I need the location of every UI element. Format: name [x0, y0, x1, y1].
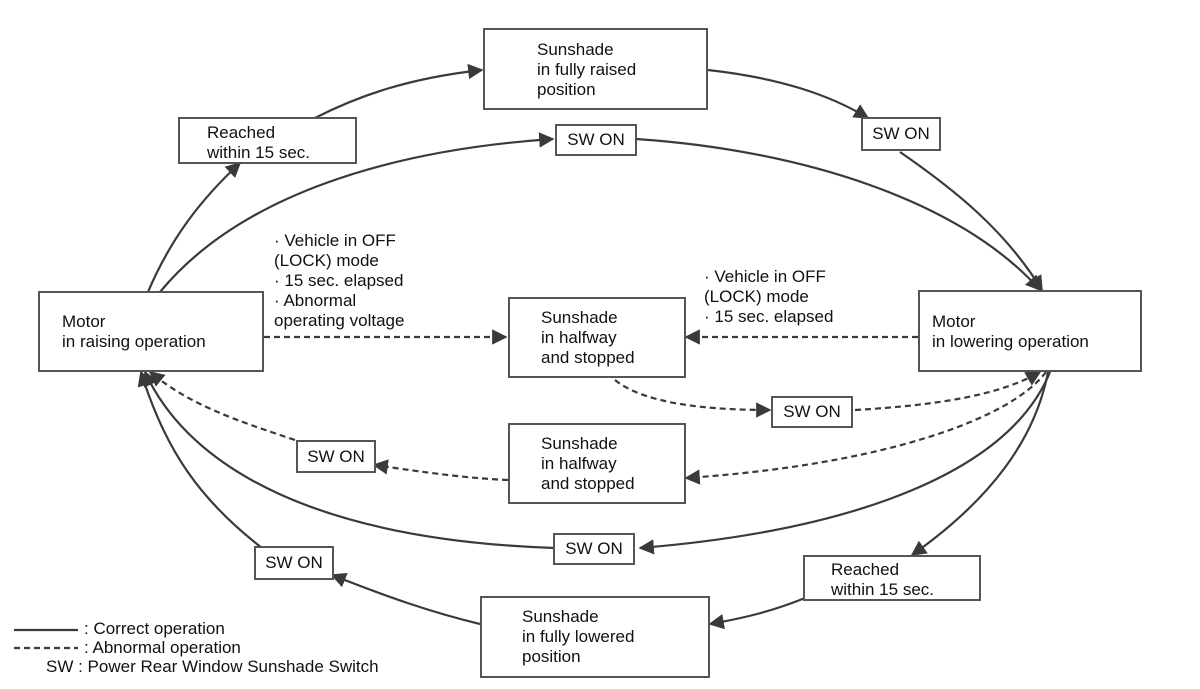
node-fully-lowered: Sunshade in fully lowered position	[480, 596, 710, 678]
node-halfway-bottom-label: Sunshade in halfway and stopped	[541, 434, 635, 493]
node-fully-raised-label: Sunshade in fully raised position	[537, 40, 637, 99]
arrow-sw-on-bottom-to-raising	[143, 370, 556, 550]
arrow-raising-to-sw-on-top	[159, 132, 555, 293]
dashed-halfway-bottom-to-sw-on	[372, 459, 509, 482]
transition-reached-right-label: Reached within 15 sec.	[831, 560, 934, 599]
arrow-sw-on-top-to-lowering	[635, 137, 1042, 292]
transition-sw-on-top-right: SW ON	[861, 117, 941, 151]
node-halfway-bottom: Sunshade in halfway and stopped	[508, 423, 686, 504]
arrow-fully-raised-to-sw-on	[707, 68, 870, 119]
legend-sw: SW : Power Rear Window Sunshade Switch	[46, 657, 379, 676]
dashed-sw-on-to-lowering	[854, 371, 1042, 412]
arrow-lowering-to-sw-on-bottom	[638, 371, 1052, 555]
arrow-sw-on-to-lowering	[899, 151, 1043, 292]
dashed-lowering-to-halfway-bottom	[684, 371, 1047, 485]
transition-reached-left: Reached within 15 sec.	[178, 117, 357, 164]
node-halfway-top-label: Sunshade in halfway and stopped	[541, 308, 635, 367]
transition-sw-on-bottom-left: SW ON	[254, 546, 334, 580]
arrow-reached-to-fully-lowered	[708, 596, 806, 630]
arrow-lowering-to-reached	[910, 371, 1050, 556]
node-motor-lowering-label: Motor in lowering operation	[932, 312, 1089, 351]
node-fully-lowered-label: Sunshade in fully lowered position	[522, 607, 635, 666]
condition-left: · Vehicle in OFF (LOCK) mode · 15 sec. e…	[274, 231, 405, 330]
transition-sw-on-top-center: SW ON	[555, 124, 637, 156]
legend-abnormal: : Abnormal operation	[84, 638, 241, 657]
condition-right: · Vehicle in OFF (LOCK) mode · 15 sec. e…	[704, 267, 834, 326]
arrow-raising-to-reached	[146, 161, 242, 293]
transition-sw-on-mid-right: SW ON	[771, 396, 853, 428]
legend-correct: : Correct operation	[84, 619, 225, 638]
transition-reached-right: Reached within 15 sec.	[803, 555, 981, 601]
arrow-fully-lowered-to-sw-on	[330, 572, 481, 626]
transition-sw-on-mid-left: SW ON	[296, 440, 376, 473]
node-motor-raising: Motor in raising operation	[38, 291, 264, 372]
dashed-halfway-to-sw-on	[614, 379, 772, 418]
arrow-reached-to-fully-raised	[314, 63, 484, 119]
arrow-sw-on-to-raising	[137, 370, 263, 549]
node-motor-raising-label: Motor in raising operation	[62, 312, 206, 351]
dashed-sw-on-to-raising	[148, 371, 296, 442]
transition-sw-on-bottom-center: SW ON	[553, 533, 635, 565]
node-motor-lowering: Motor in lowering operation	[918, 290, 1142, 372]
node-fully-raised: Sunshade in fully raised position	[483, 28, 708, 110]
node-halfway-top: Sunshade in halfway and stopped	[508, 297, 686, 378]
transition-reached-left-label: Reached within 15 sec.	[207, 123, 310, 162]
